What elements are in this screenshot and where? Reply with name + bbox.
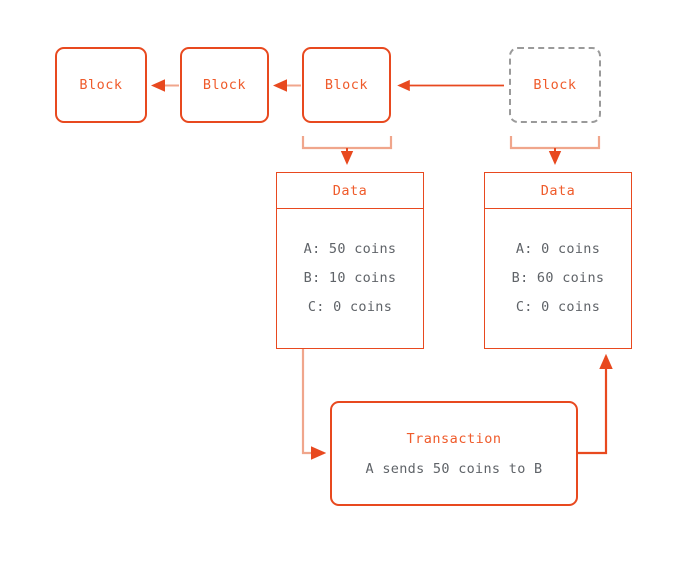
- bracket-ghostblock-to-data2: [509, 136, 601, 165]
- block-3[interactable]: Block: [302, 47, 391, 123]
- balance-row: C: 0 coins: [515, 298, 601, 315]
- transaction-title: Transaction: [406, 430, 502, 447]
- balance-row: A: 0 coins: [515, 240, 601, 257]
- balance-row: C: 0 coins: [307, 298, 393, 315]
- data-box-2-body: A: 0 coins B: 60 coins C: 0 coins: [485, 209, 631, 348]
- balance-row: B: 60 coins: [511, 269, 605, 286]
- block-1[interactable]: Block: [55, 47, 147, 123]
- transaction-box[interactable]: Transaction A sends 50 coins to B: [330, 401, 578, 506]
- bracket-block3-to-data1: [301, 136, 393, 165]
- block-2[interactable]: Block: [180, 47, 269, 123]
- data-box-2: Data A: 0 coins B: 60 coins C: 0 coins: [484, 172, 632, 349]
- data-box-1-body: A: 50 coins B: 10 coins C: 0 coins: [277, 209, 423, 348]
- connector-transaction-to-data2: [578, 353, 613, 455]
- balance-row: B: 10 coins: [303, 269, 397, 286]
- balance-row: A: 50 coins: [303, 240, 397, 257]
- block-4-pending[interactable]: Block: [509, 47, 601, 123]
- data-box-1-header: Data: [277, 173, 423, 209]
- transaction-body: A sends 50 coins to B: [365, 460, 543, 477]
- connector-data1-to-transaction: [301, 349, 327, 460]
- data-box-2-header: Data: [485, 173, 631, 209]
- data-box-1: Data A: 50 coins B: 10 coins C: 0 coins: [276, 172, 424, 349]
